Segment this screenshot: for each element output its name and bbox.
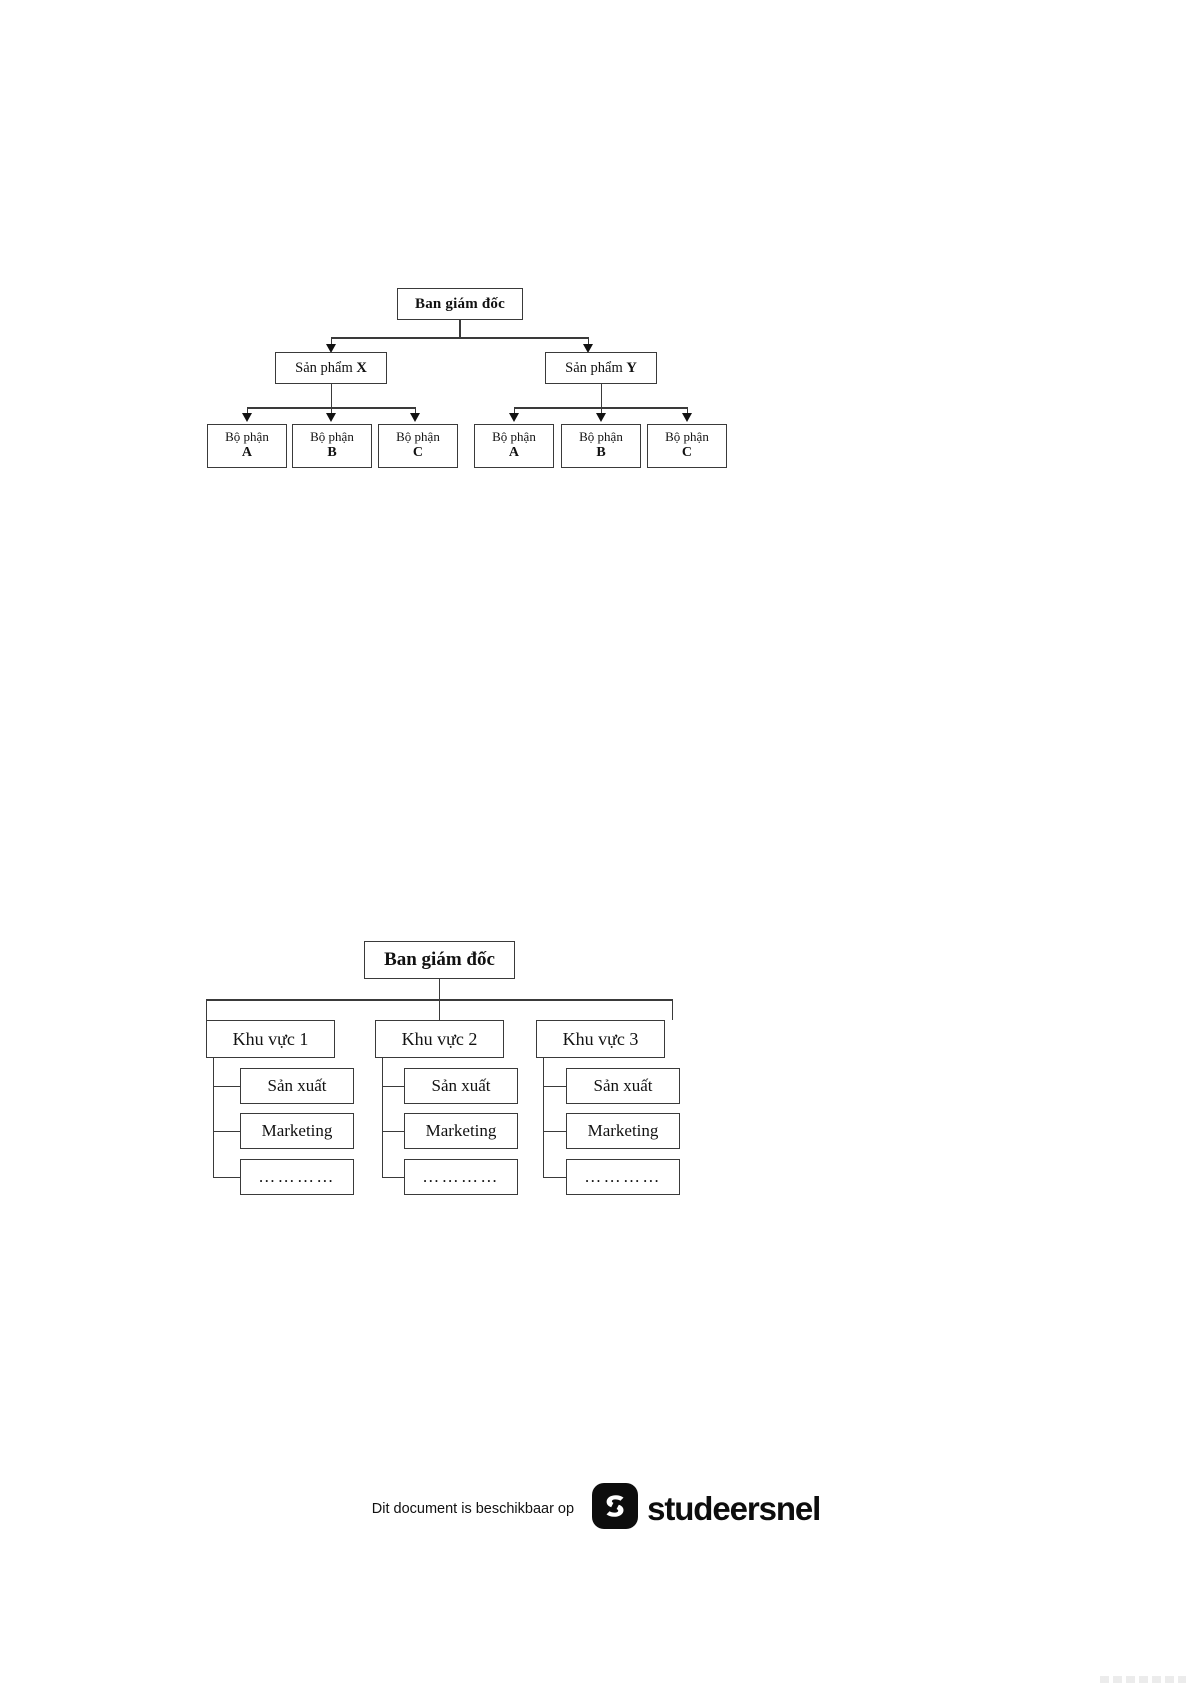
diagram1-product-x-label: Sản phẩm X — [295, 359, 367, 376]
diagram1-unit-xc-label: Bộ phận C — [396, 428, 440, 461]
diagram1-root-stem — [459, 320, 461, 338]
diagram2-region-2-node: Khu vực 2 — [375, 1020, 504, 1058]
diagram2-region-1-unit-1: Sản xuất — [240, 1068, 354, 1104]
diagram2-region-2-stub-2 — [382, 1130, 410, 1132]
diagram2-region-1-unit-3: ………… — [240, 1159, 354, 1195]
diagram2-region-1-stub-2 — [213, 1130, 241, 1132]
diagram2-region-3-unit-1-label: Sản xuất — [593, 1076, 653, 1096]
region-structure-diagram: Ban giám đốc Khu vực 1 Sản xuất Marketin… — [206, 941, 680, 1195]
diagram1-x-stem — [331, 384, 333, 408]
diagram1-drop-left — [331, 337, 333, 347]
diagram2-region-2-unit-3-label: ………… — [422, 1167, 500, 1187]
diagram2-region-3-stub-2 — [543, 1130, 571, 1132]
availability-text: Dit document is beschikbaar op — [371, 1500, 575, 1517]
diagram2-region-3-unit-2: Marketing — [566, 1113, 680, 1149]
diagram2-root-label: Ban giám đốc — [384, 949, 495, 971]
diagram2-region-1-unit-2-label: Marketing — [261, 1121, 333, 1141]
studeersnel-wordmark: studeersnel — [647, 1489, 821, 1527]
diagram2-region-1-node: Khu vực 1 — [206, 1020, 335, 1058]
diagram2-region-1-label: Khu vực 1 — [232, 1028, 309, 1049]
diagram2-region-2-spine — [382, 1058, 384, 1178]
diagram2-region-3-unit-2-label: Marketing — [587, 1121, 659, 1141]
diagram2-region-2-stub-1 — [382, 1085, 410, 1087]
diagram1-y-arrowhead-c — [681, 413, 692, 422]
diagram1-unit-yc-label: Bộ phận C — [665, 428, 709, 461]
diagram2-region-1-spine — [213, 1058, 215, 1178]
diagram2-region-1-unit-1-label: Sản xuất — [267, 1076, 327, 1096]
diagram2-region-3-label: Khu vực 3 — [562, 1028, 639, 1049]
diagram2-drop-region2 — [439, 999, 441, 1021]
diagram1-root-label: Ban giám đốc — [415, 295, 505, 312]
diagram2-root-stem — [439, 979, 441, 1000]
diagram2-region-3-spine — [543, 1058, 545, 1178]
diagram2-region-1-stub-1 — [213, 1085, 241, 1087]
diagram2-region-2-unit-2: Marketing — [404, 1113, 518, 1149]
diagram1-x-drop-b — [331, 407, 333, 417]
diagram1-unit-xb-node: Bộ phận B — [292, 424, 372, 468]
diagram1-unit-yb-label: Bộ phận B — [579, 428, 623, 461]
studeersnel-brand[interactable]: studeersnel — [592, 1483, 821, 1534]
diagram1-y-arrowhead-b — [595, 413, 606, 422]
diagram1-unit-yc-node: Bộ phận C — [647, 424, 727, 468]
page-corner-marks — [1100, 1676, 1186, 1683]
diagram2-region-3-unit-3-label: ………… — [584, 1167, 662, 1187]
diagram2-region-3-stub-1 — [543, 1085, 571, 1087]
diagram1-x-arrowhead-c — [409, 413, 420, 422]
diagram2-region-3-stub-3 — [543, 1176, 571, 1178]
diagram2-region-2-unit-1: Sản xuất — [404, 1068, 518, 1104]
diagram2-drop-region3 — [672, 999, 674, 1021]
diagram1-unit-yb-node: Bộ phận B — [561, 424, 641, 468]
diagram1-x-drop-a — [247, 407, 249, 417]
diagram1-unit-xa-node: Bộ phận A — [207, 424, 287, 468]
diagram1-x-drop-c — [415, 407, 417, 417]
diagram1-y-drop-b — [601, 407, 603, 417]
studeersnel-logo-icon — [592, 1483, 639, 1534]
diagram2-region-2-unit-1-label: Sản xuất — [431, 1076, 491, 1096]
diagram2-region-1-unit-3-label: ………… — [258, 1167, 336, 1187]
diagram1-y-drop-c — [687, 407, 689, 417]
diagram2-region-1-stub-3 — [213, 1176, 241, 1178]
product-structure-diagram: Ban giám đốc Sản phẩm X Sản phẩm Y Bộ ph… — [0, 0, 1192, 520]
diagram2-region-2-unit-3: ………… — [404, 1159, 518, 1195]
diagram2-drop-region1 — [206, 999, 208, 1021]
document-footer: Dit document is beschikbaar op studeersn… — [0, 1483, 1192, 1534]
diagram2-region-1-unit-2: Marketing — [240, 1113, 354, 1149]
diagram1-arrowhead-left — [325, 344, 336, 353]
diagram1-x-arrowhead-a — [241, 413, 252, 422]
diagram1-x-arrowhead-b — [325, 413, 336, 422]
diagram1-drop-right — [588, 337, 590, 347]
diagram1-y-stem — [601, 384, 603, 408]
diagram1-root-node: Ban giám đốc — [397, 288, 523, 320]
diagram1-unit-ya-node: Bộ phận A — [474, 424, 554, 468]
diagram1-y-arrowhead-a — [508, 413, 519, 422]
diagram1-y-drop-a — [514, 407, 516, 417]
diagram1-product-x-node: Sản phẩm X — [275, 352, 387, 384]
diagram1-arrowhead-right — [582, 344, 593, 353]
diagram1-y-bus — [514, 407, 687, 409]
diagram1-product-y-label: Sản phẩm Y — [565, 359, 637, 376]
diagram1-root-bus — [331, 337, 588, 339]
diagram2-region-3-unit-3: ………… — [566, 1159, 680, 1195]
diagram1-unit-xc-node: Bộ phận C — [378, 424, 458, 468]
diagram1-unit-xa-label: Bộ phận A — [225, 428, 269, 461]
diagram1-unit-xb-label: Bộ phận B — [310, 428, 354, 461]
diagram1-product-y-node: Sản phẩm Y — [545, 352, 657, 384]
diagram2-region-2-label: Khu vực 2 — [401, 1028, 478, 1049]
diagram2-region-2-stub-3 — [382, 1176, 410, 1178]
diagram2-root-node: Ban giám đốc — [364, 941, 515, 979]
diagram2-region-2-unit-2-label: Marketing — [425, 1121, 497, 1141]
diagram1-unit-ya-label: Bộ phận A — [492, 428, 536, 461]
diagram2-region-3-unit-1: Sản xuất — [566, 1068, 680, 1104]
diagram2-region-3-node: Khu vực 3 — [536, 1020, 665, 1058]
